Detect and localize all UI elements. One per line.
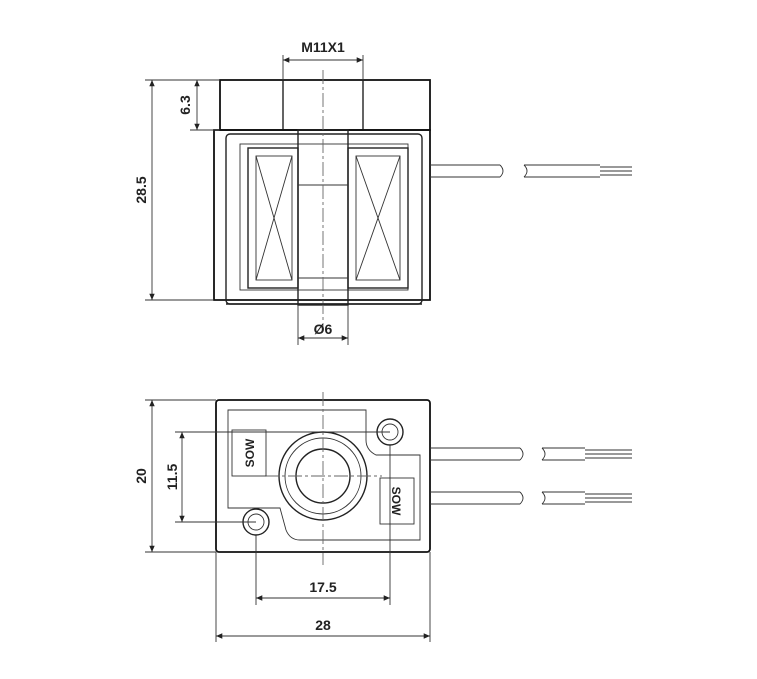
- outer-body: [213, 129, 431, 301]
- dim-hole-spacing-horizontal: 17.5: [255, 445, 391, 605]
- top-housing-block: [219, 79, 431, 131]
- dim-total-height: 28.5: [133, 79, 214, 301]
- dim-thread: M11X1: [282, 39, 364, 80]
- plan-width-label: 28: [315, 617, 331, 633]
- coil-right: [347, 147, 409, 289]
- marking-left: SOW: [231, 429, 267, 477]
- dim-plan-width: 28: [215, 552, 431, 642]
- plan-lead-wire-lower: [430, 491, 632, 505]
- plan-lead-wire-upper: [430, 447, 632, 461]
- plan-inner-contour: [227, 409, 421, 541]
- plan-height-label: 20: [133, 468, 149, 484]
- dim-plan-height: 20: [133, 399, 216, 553]
- dim-bore: Ø6: [297, 305, 349, 345]
- plunger-core: [297, 70, 349, 330]
- top-plan-view: SOW SOW: [133, 392, 632, 642]
- total-height-label: 28.5: [133, 176, 149, 203]
- bore-label: Ø6: [314, 321, 333, 337]
- thread-label: M11X1: [301, 39, 345, 55]
- side-lead-wire: [430, 164, 632, 178]
- coil-left: [247, 147, 299, 289]
- hole-spacing-h-label: 17.5: [309, 579, 336, 595]
- marking-right-label: SOW: [389, 487, 403, 516]
- marking-left-label: SOW: [243, 438, 257, 467]
- hole-spacing-v-label: 11.5: [164, 464, 180, 491]
- dim-hole-spacing-vertical: 11.5: [164, 431, 390, 523]
- center-bore: [265, 392, 382, 565]
- dim-top-height: 6.3: [177, 79, 220, 131]
- marking-right: SOW: [379, 477, 415, 525]
- top-height-label: 6.3: [177, 95, 193, 115]
- side-section-view: M11X1 6.3 28.5 Ø6: [133, 39, 632, 345]
- inner-casing: [225, 133, 423, 305]
